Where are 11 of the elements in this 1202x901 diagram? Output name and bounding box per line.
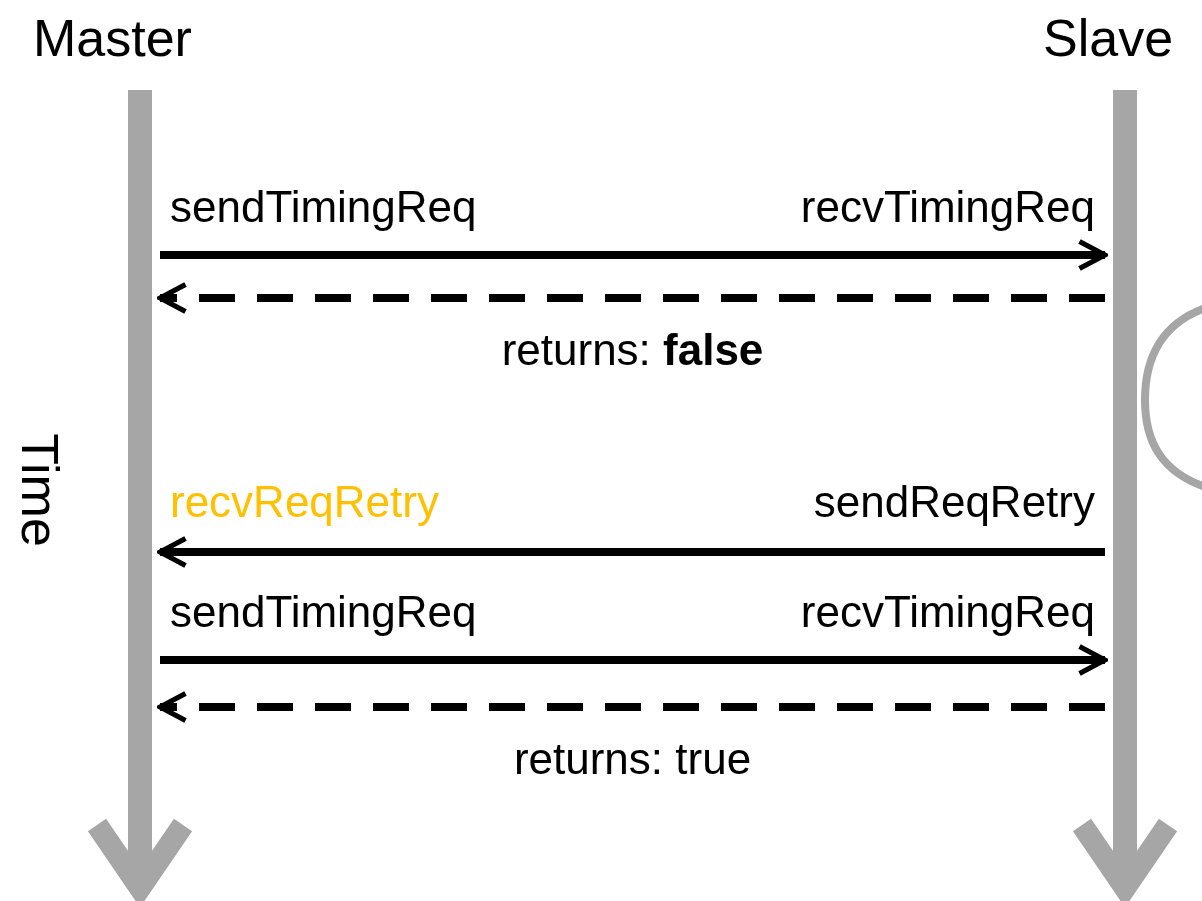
method-label: sendTimingReq — [170, 590, 477, 634]
method-label: recvReqRetry — [170, 480, 439, 524]
method-label: sendReqRetry — [813, 480, 1095, 524]
axis-label: Time — [14, 433, 66, 547]
lifeline-heading: Master — [33, 12, 192, 64]
edge-label: returns: false — [501, 328, 764, 372]
lifeline-heading: Slave — [1043, 12, 1174, 64]
method-label: sendTimingReq — [170, 185, 477, 229]
method-label: recvTimingReq — [800, 185, 1095, 229]
method-label: recvTimingReq — [800, 590, 1095, 634]
edge-label: returns: true — [513, 737, 752, 781]
